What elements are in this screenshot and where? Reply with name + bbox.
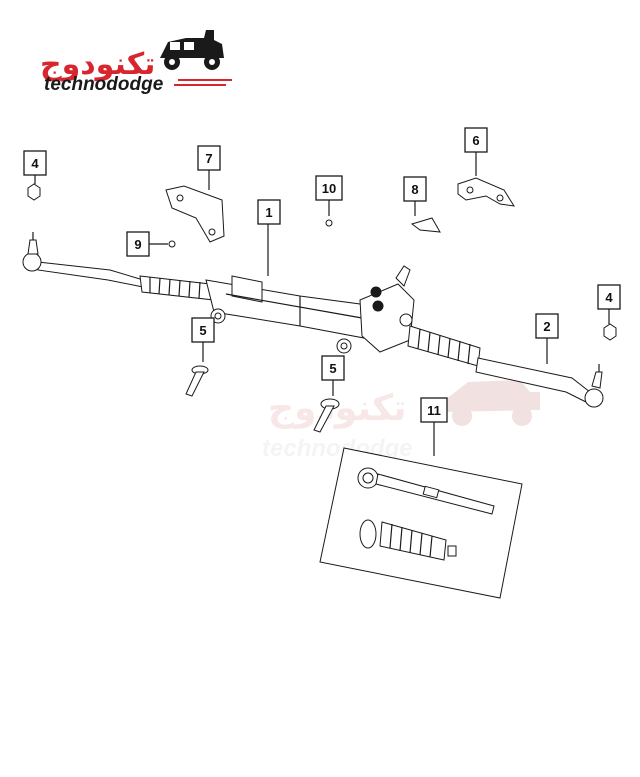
callout-6: 6 xyxy=(464,127,488,153)
callout-4-left: 4 xyxy=(23,150,47,176)
watermark: تكنودوج technododge xyxy=(262,380,540,462)
svg-text:5: 5 xyxy=(199,323,206,338)
left-boot xyxy=(139,275,215,301)
watermark-jeep-icon xyxy=(445,380,540,426)
bolt-center xyxy=(313,398,340,433)
logo-latin-text: technododge xyxy=(44,74,164,95)
callout-5-center: 5 xyxy=(321,355,345,381)
bolt-left xyxy=(185,365,209,397)
svg-text:11: 11 xyxy=(427,403,441,418)
watermark-arabic-text: تكنودوج xyxy=(268,388,407,429)
kit-boot xyxy=(359,519,457,561)
inner-tie-rod-kit xyxy=(319,447,523,599)
nut-right xyxy=(603,323,617,341)
callout-8: 8 xyxy=(403,176,427,202)
callout-4-right: 4 xyxy=(597,284,621,310)
callout-11: 11 xyxy=(420,397,448,423)
technododge-logo: تكنودوج technododge xyxy=(40,30,232,95)
svg-text:8: 8 xyxy=(411,182,418,197)
callout-7: 7 xyxy=(197,145,221,171)
small-nut xyxy=(168,240,176,248)
left-tie-rod-end xyxy=(22,232,42,272)
right-tie-rod-end xyxy=(475,357,604,408)
leader-lines xyxy=(34,152,610,456)
callout-2: 2 xyxy=(535,313,559,339)
inner-tie-rod xyxy=(357,467,495,515)
callout-5-left: 5 xyxy=(191,317,215,343)
nut-left xyxy=(27,183,41,201)
bracket xyxy=(165,185,225,243)
svg-text:2: 2 xyxy=(543,319,550,334)
logo-speed-lines xyxy=(174,79,232,86)
seal-plate xyxy=(410,217,441,233)
right-boot xyxy=(407,325,481,367)
svg-text:5: 5 xyxy=(329,361,336,376)
svg-text:10: 10 xyxy=(322,181,336,196)
svg-text:6: 6 xyxy=(472,133,479,148)
callout-1: 1 xyxy=(257,199,281,225)
callout-10: 10 xyxy=(315,175,343,201)
svg-text:4: 4 xyxy=(31,156,39,171)
heat-shield xyxy=(457,177,515,207)
svg-text:9: 9 xyxy=(134,237,141,252)
svg-text:4: 4 xyxy=(605,290,613,305)
logo-arabic-text: تكنودوج xyxy=(40,47,155,82)
svg-text:1: 1 xyxy=(265,205,272,220)
logo-jeep-icon xyxy=(160,30,224,70)
steering-gear-assembly xyxy=(37,261,481,367)
small-fastener xyxy=(325,219,333,227)
callout-9: 9 xyxy=(126,231,150,257)
svg-text:7: 7 xyxy=(205,151,212,166)
